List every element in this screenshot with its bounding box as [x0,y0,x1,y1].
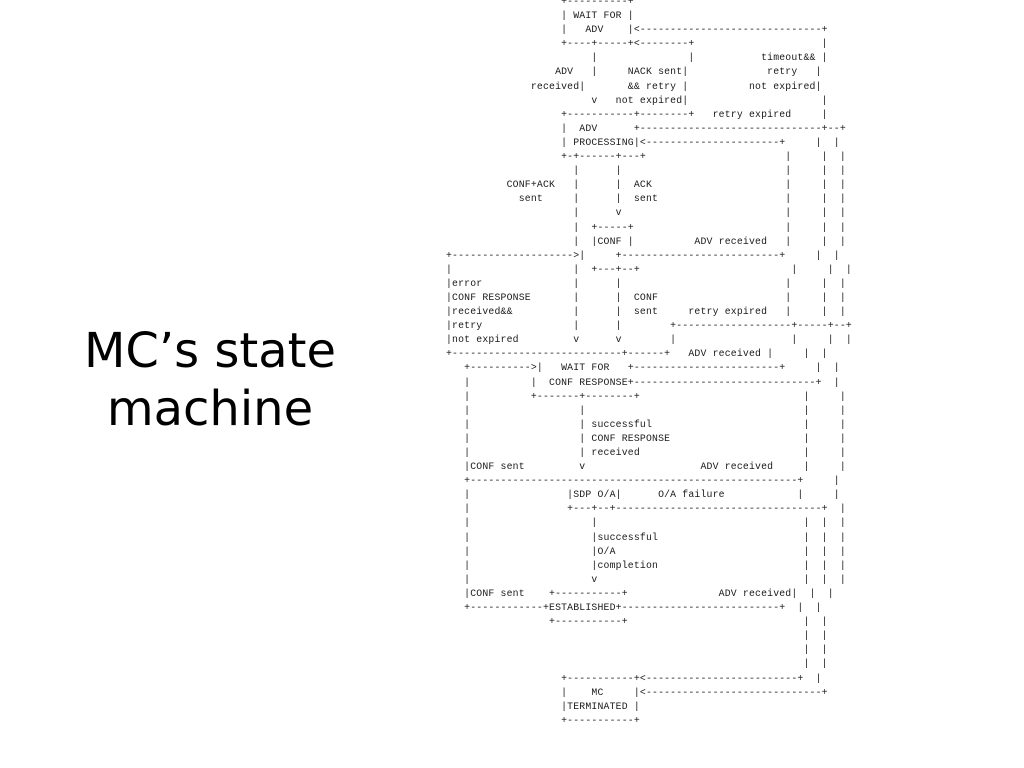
diagram-line: +-----------+<-------------------------+… [446,672,822,684]
diagram-line: | |SDP O/A| O/A failure | | [446,489,840,501]
diagram-line: +----------+ [446,0,634,7]
diagram-line: | | | | | [446,517,846,529]
diagram-line: | ADV +------------------------------+--… [446,122,846,134]
diagram-line: +----------------------------+------+ AD… [446,348,828,360]
diagram-line: | | | | | [446,165,846,177]
diagram-line: | WAIT FOR | [446,10,634,22]
diagram-line: | MC |<-----------------------------+ [446,686,828,698]
diagram-line: v not expired| | [446,94,828,106]
diagram-line: | | timeout&& | [446,52,828,64]
diagram-line: | v | | | [446,573,846,585]
diagram-line: | |completion | | | [446,559,846,571]
diagram-line: |CONF RESPONSE | | CONF | | | [446,291,846,303]
state-machine-diagram: +----------+ | WAIT FOR | | ADV |<------… [446,0,852,728]
diagram-line: +-----------+ [446,714,640,726]
slide-title-line-1: MC’s state [83,323,337,379]
diagram-line: +-+------+---+ | | | [446,151,846,163]
diagram-line: | | | | [446,404,846,416]
diagram-line: | | successful | | [446,418,846,430]
diagram-line: | | [446,630,828,642]
diagram-line: | |CONF | ADV received | | | [446,235,846,247]
diagram-line: |CONF sent +-----------+ ADV received| |… [446,587,834,599]
diagram-line: | +---+--+------------------------------… [446,503,846,515]
diagram-line: | ADV |<------------------------------+ [446,24,828,36]
diagram-line: ADV | NACK sent| retry | [446,66,822,78]
diagram-line: | PROCESSING|<----------------------+ | … [446,136,840,148]
diagram-line: | |O/A | | | [446,545,846,557]
diagram-line: |retry | | +-------------------+-----+--… [446,320,852,332]
slide-title-line-2: machine [106,381,314,437]
diagram-line: +------------+ESTABLISHED+--------------… [446,602,822,614]
diagram-line: | | [446,644,828,656]
diagram-line: +---------->| WAIT FOR +----------------… [446,362,840,374]
diagram-line: | +-----+ | | | [446,221,846,233]
slide-title: MC’s state machine [30,322,390,438]
diagram-line: |CONF sent v ADV received | | [446,461,846,473]
diagram-line: received| && retry | not expired| [446,80,822,92]
diagram-line: +-------------------->| +---------------… [446,249,840,261]
diagram-line: | | [446,658,828,670]
diagram-line: | | CONF RESPONSE | | [446,432,846,444]
diagram-line: | | +---+--+ | | | [446,263,852,275]
diagram-line: +-----------+--------+ retry expired | [446,108,828,120]
diagram-line: +---------------------------------------… [446,475,840,487]
diagram-line: sent | | sent | | | [446,193,846,205]
diagram-line: CONF+ACK | | ACK | | | [446,179,846,191]
diagram-line: +-----------+ | | [446,616,828,628]
diagram-line: | |successful | | | [446,531,846,543]
diagram-line: | +-------+--------+ | | [446,390,846,402]
diagram-line: | | received | | [446,447,846,458]
diagram-line: |TERMINATED | [446,700,640,712]
diagram-line: |received&& | | sent retry expired | | | [446,306,846,318]
diagram-line: +----+-----+<--------+ | [446,38,828,50]
diagram-line: | | CONF RESPONSE+----------------------… [446,376,840,388]
diagram-line: | v | | | [446,207,846,219]
diagram-line: |error | | | | | [446,277,846,289]
diagram-line: |not expired v v | | | | [446,334,852,346]
